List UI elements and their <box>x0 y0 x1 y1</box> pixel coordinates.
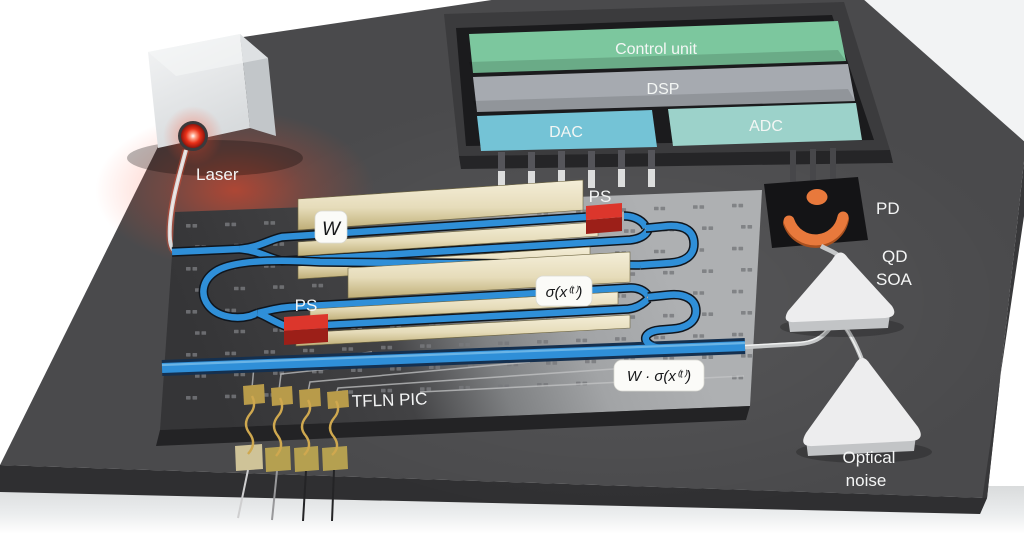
board-front-edge <box>459 150 893 169</box>
table-bond-pads <box>235 444 348 472</box>
qd-soa-triangle <box>785 252 895 323</box>
chip-dsp-edge <box>473 89 855 112</box>
phase-shifter-top <box>586 203 622 234</box>
board-pins <box>498 148 836 189</box>
laser-aperture <box>181 124 205 148</box>
output-bus <box>161 341 746 373</box>
laser-module: Laser <box>127 34 303 184</box>
pd-label: PD <box>876 199 900 218</box>
badges: W σ(x⁽ᵗ⁾) W · σ(x⁽ᵗ⁾) <box>314 210 705 392</box>
dac-label: DAC <box>549 124 583 141</box>
w-badge <box>314 210 348 244</box>
chip-control-unit-edge <box>469 50 846 73</box>
sigma-badge-label: σ(x⁽ᵗ⁾) <box>546 284 583 301</box>
dsp-label: DSP <box>647 81 680 98</box>
chip-bond-pads <box>243 384 349 409</box>
tfln-pic-chip: PS <box>156 179 762 446</box>
control-board: Control unit DSP DAC ADC <box>444 2 893 189</box>
laser-box-top <box>148 34 268 76</box>
optical-noise-triangle <box>803 357 921 447</box>
ps-left-label: PS <box>295 296 318 315</box>
chip-control-unit <box>469 21 846 73</box>
pd-module: PD <box>764 177 900 248</box>
qd-soa-label-line2: SOA <box>876 270 913 289</box>
chip-dac <box>477 110 657 151</box>
optical-noise-label-line1: Optical <box>843 448 896 467</box>
optical-noise-label-line2: noise <box>846 471 887 490</box>
phase-shifter-left <box>284 314 328 345</box>
gold-wires <box>244 395 340 457</box>
probe-needles <box>237 469 335 522</box>
laser-label: Laser <box>196 165 239 184</box>
pd-icon <box>783 189 849 248</box>
w-sigma-badge <box>613 359 705 392</box>
sigma-badge <box>535 275 593 307</box>
waveguide-output <box>161 289 746 376</box>
control-unit-label: Control unit <box>615 41 697 58</box>
chip-dsp <box>473 64 855 112</box>
pd-pins <box>790 148 836 184</box>
chip-adc <box>668 103 862 146</box>
w-badge-label: W <box>322 219 342 240</box>
w-sigma-badge-label: W · σ(x⁽ᵗ⁾) <box>627 368 691 385</box>
waveguide-loops <box>198 221 699 323</box>
qd-soa: QD SOA <box>780 247 913 337</box>
ps-top-label: PS <box>589 187 612 206</box>
optical-noise: Optical noise <box>796 357 932 490</box>
qd-soa-label-line1: QD <box>882 247 908 266</box>
adc-label: ADC <box>749 118 783 135</box>
bond-wires <box>235 384 349 522</box>
tfln-pic-label: TFLN PIC <box>351 389 427 411</box>
